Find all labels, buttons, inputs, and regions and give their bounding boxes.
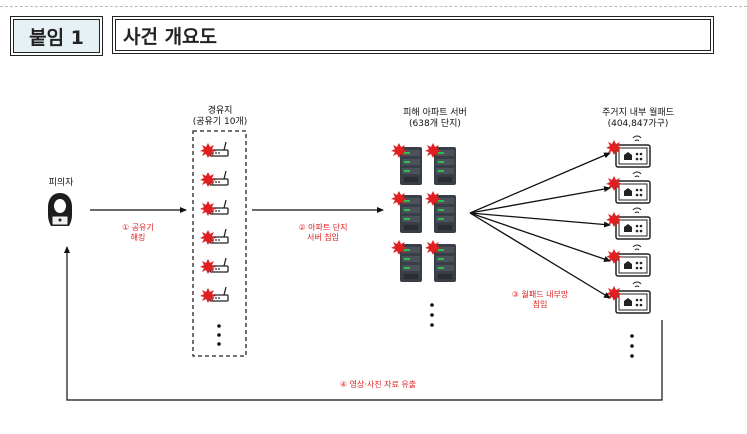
router-group-box xyxy=(192,130,247,357)
server-group-count: (638개 단지) xyxy=(409,119,461,129)
server-icon xyxy=(391,143,456,282)
top-divider xyxy=(0,6,747,7)
router-group-name: 경유지 xyxy=(207,106,233,116)
step3-line2: 침입 xyxy=(532,300,548,309)
step2-line2: 서버 침입 xyxy=(307,233,339,242)
attachment-tag: 붙임 1 xyxy=(10,16,103,56)
step2-line1: ② 아파트 단지 xyxy=(298,223,348,232)
router-group-title: 경유지 (공유기 10개) xyxy=(175,106,265,128)
router-icon xyxy=(200,141,229,303)
server-group-name: 피해 아파트 서버 xyxy=(403,108,467,118)
wallpad-group-count: (404,847가구) xyxy=(607,119,669,129)
hacker-icon xyxy=(48,193,72,226)
step4-label: ④ 영상·사진 자료 유출 xyxy=(339,380,417,389)
wallpad-icon xyxy=(606,135,651,314)
step1-line1: ① 공유기 xyxy=(122,223,154,232)
wallpad-more-dots xyxy=(630,334,634,358)
arrow-leak-return xyxy=(64,246,663,401)
step2-label: ② 아파트 단지 서버 침입 xyxy=(283,223,363,243)
server-group-title: 피해 아파트 서버 (638개 단지) xyxy=(385,108,485,130)
router-more-dots xyxy=(217,324,221,346)
wallpad-group-title: 주거지 내부 월패드 (404,847가구) xyxy=(583,108,693,130)
step3-label: ③ 월패드 내부망 침입 xyxy=(496,290,584,310)
suspect-label: 피의자 xyxy=(48,178,74,188)
page-title: 사건 개요도 xyxy=(112,16,714,54)
step1-label: ① 공유기 해킹 xyxy=(108,223,168,243)
step1-line2: 해킹 xyxy=(130,233,146,242)
router-group-count: (공유기 10개) xyxy=(192,117,248,127)
server-more-dots xyxy=(430,303,434,327)
wallpad-group-name: 주거지 내부 월패드 xyxy=(602,108,674,118)
arrow-server-to-wallpads xyxy=(469,152,611,299)
step3-line1: ③ 월패드 내부망 xyxy=(511,290,569,299)
